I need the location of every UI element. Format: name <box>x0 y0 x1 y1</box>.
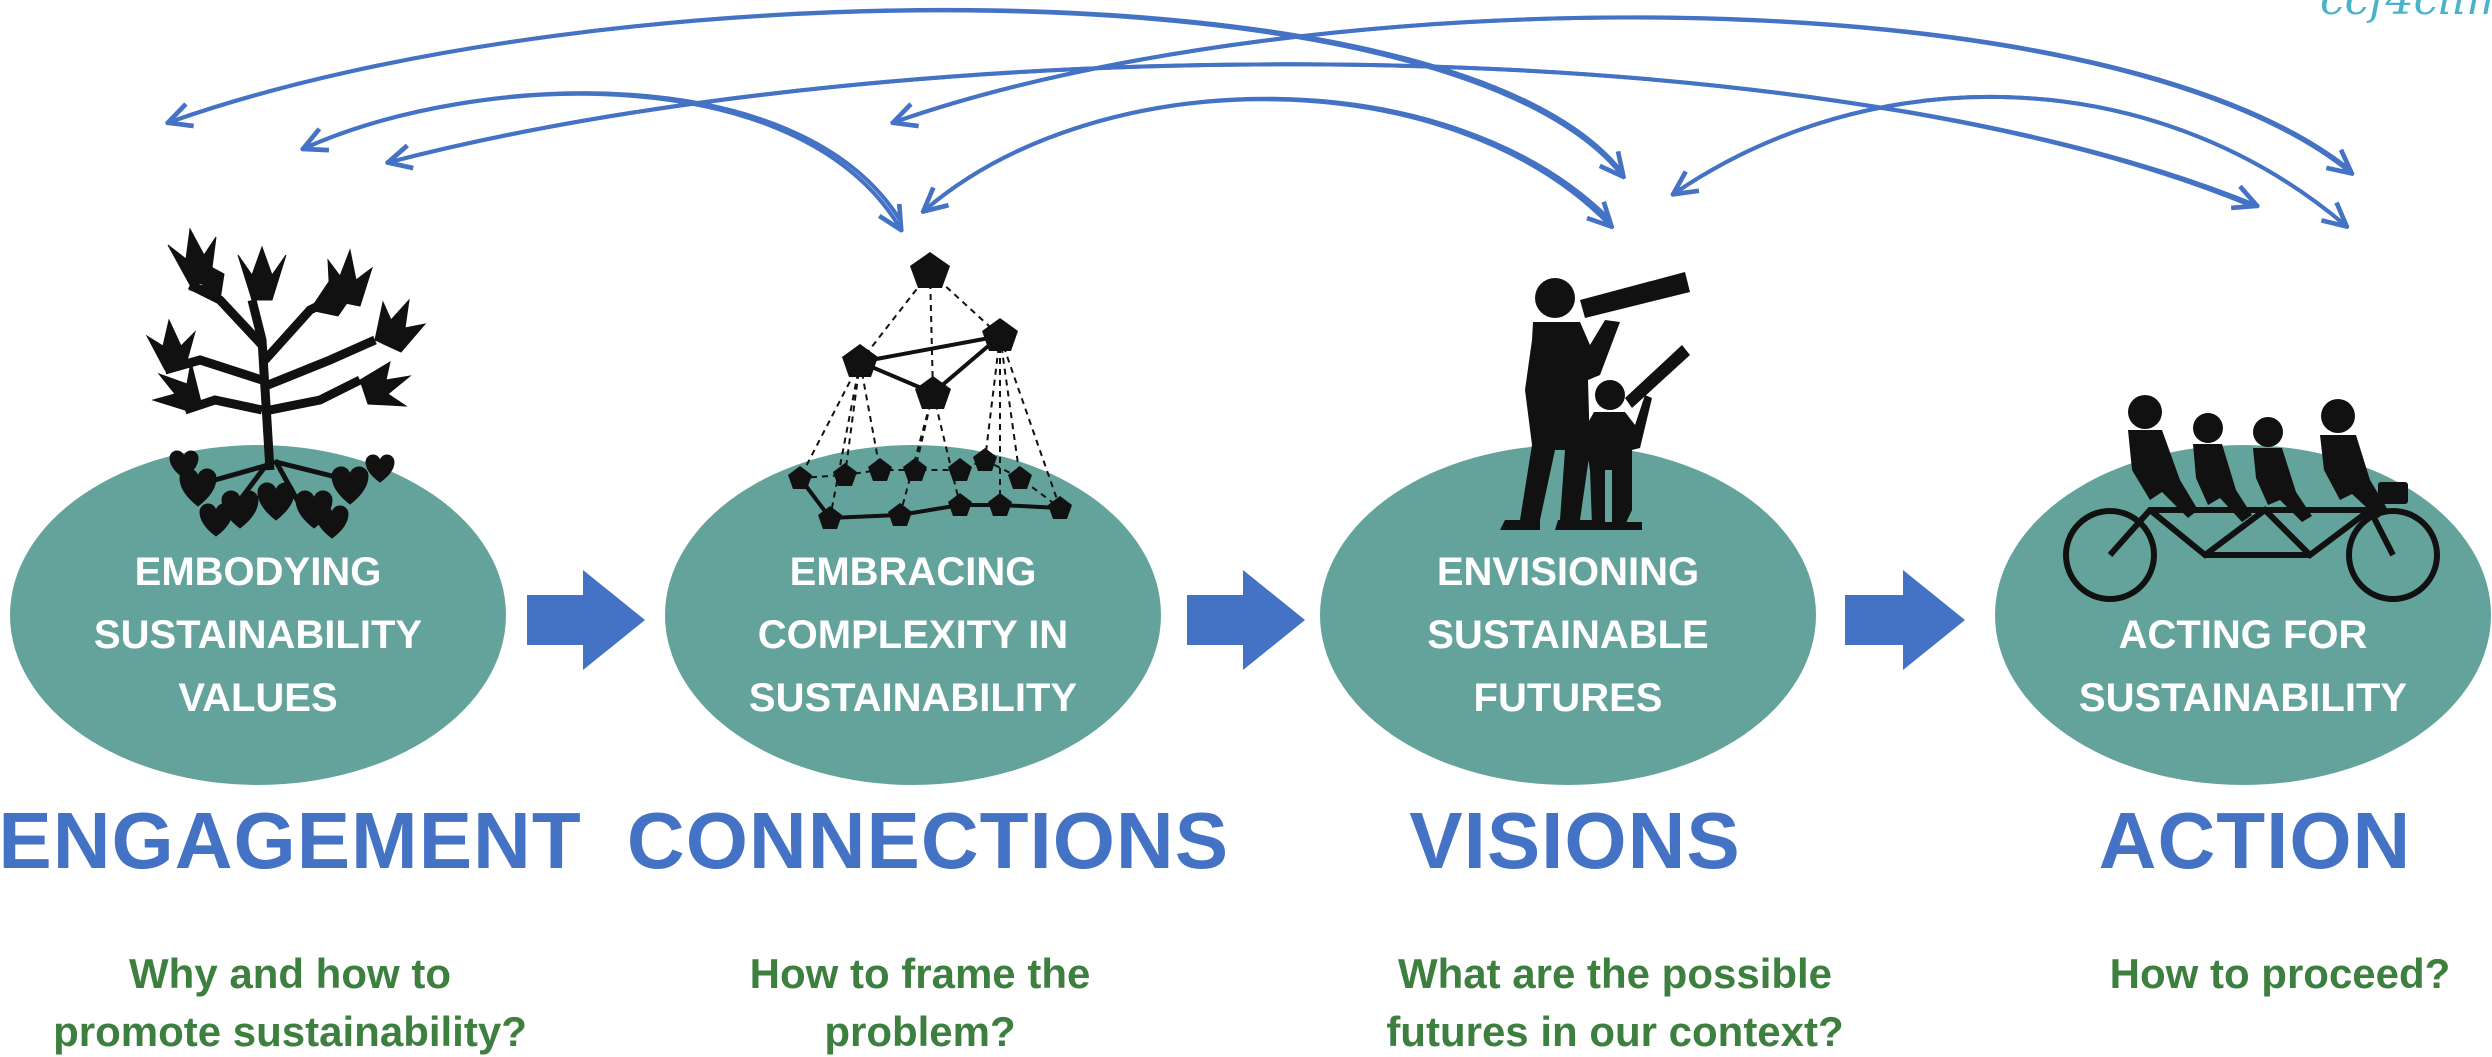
arc-action-to-connections <box>895 15 2352 172</box>
ellipse-line-2: SUSTAINABILITY <box>2079 676 2407 720</box>
people-with-telescopes-icon <box>1500 272 1690 530</box>
stage-engagement: EMBODYING SUSTAINABILITY VALUES ENGAGEME… <box>0 227 582 1055</box>
stage-heading: VISIONS <box>1409 796 1741 885</box>
arc-engagement-to-action <box>389 62 2255 205</box>
arc-visions-to-action <box>1673 94 2345 225</box>
question-line-1: Why and how to <box>129 950 451 997</box>
arc-visions-to-connections <box>925 96 1612 222</box>
stage-heading: ENGAGEMENT <box>0 796 582 885</box>
connection-arcs <box>169 7 2352 228</box>
ellipse-line-1: EMBRACING <box>790 550 1037 594</box>
logo-text: ccf4clim <box>2320 0 2492 25</box>
question-line-1: How to frame the <box>750 950 1091 997</box>
ellipse-line-2: SUSTAINABLE <box>1427 613 1708 657</box>
ellipse-line-3: SUSTAINABILITY <box>749 676 1077 720</box>
stage-ellipse <box>665 445 1161 785</box>
flow-arrows <box>527 570 1965 670</box>
arc-action-to-visions <box>1675 94 2347 227</box>
arc-visions-to-engagement <box>170 7 1622 172</box>
stage-ellipse <box>1320 445 1816 785</box>
question-line-1: How to proceed? <box>2110 950 2451 997</box>
arc-engagement-to-connections <box>304 91 900 228</box>
ellipse-line-1: ACTING FOR <box>2119 613 2368 657</box>
stage-connections: EMBRACING COMPLEXITY IN SUSTAINABILITY C… <box>627 252 1229 1055</box>
question-line-1: What are the possible <box>1398 950 1832 997</box>
arc-connections-to-engagement <box>305 91 902 222</box>
right-arrow-icon <box>1187 570 1305 670</box>
right-arrow-icon <box>527 570 645 670</box>
ellipse-line-3: VALUES <box>178 676 337 720</box>
question-line-2: futures in our context? <box>1386 1008 1843 1055</box>
tree-with-heart-roots-icon <box>145 227 427 539</box>
ellipse-line-2: COMPLEXITY IN <box>758 613 1068 657</box>
tandem-bicycle-riders-icon <box>2063 395 2440 602</box>
stage-visions: ENVISIONING SUSTAINABLE FUTURES VISIONS … <box>1320 272 1844 1055</box>
stage-action: ACTING FOR SUSTAINABILITY ACTION How to … <box>1995 395 2491 997</box>
question-line-2: promote sustainability? <box>53 1008 527 1055</box>
ellipse-line-2: SUSTAINABILITY <box>94 613 422 657</box>
arc-action-to-engagement <box>390 62 2251 207</box>
stage-heading: ACTION <box>2099 796 2412 885</box>
stage-heading: CONNECTIONS <box>627 796 1229 885</box>
ellipse-line-3: FUTURES <box>1474 676 1663 720</box>
ellipse-line-1: ENVISIONING <box>1437 550 1699 594</box>
right-arrow-icon <box>1845 570 1965 670</box>
arc-engagement-to-visions <box>169 8 1622 175</box>
arc-connections-to-action <box>894 15 2350 172</box>
network-pentagons-icon <box>788 252 1072 529</box>
stage-ellipse <box>10 445 506 785</box>
arc-connections-to-visions <box>923 97 1610 225</box>
stage-ellipse <box>1995 445 2491 785</box>
question-line-2: problem? <box>824 1008 1015 1055</box>
ellipse-line-1: EMBODYING <box>135 550 382 594</box>
network-nodes <box>788 252 1072 529</box>
